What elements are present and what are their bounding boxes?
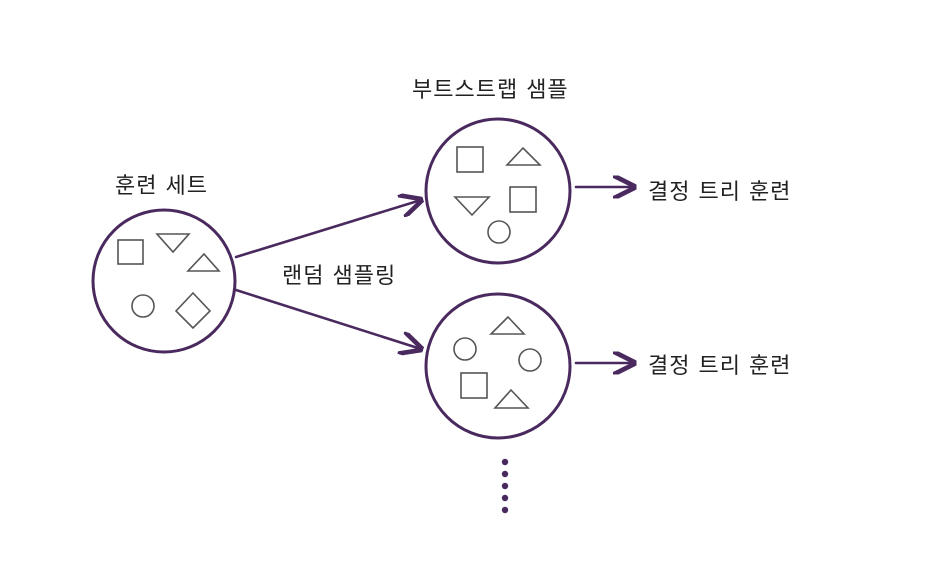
bootstrap-sample-label: 부트스트랩 샘플 [412, 78, 569, 103]
train-tree-label-1: 결정 트리 훈련 [648, 180, 792, 205]
triangle-shape [489, 315, 526, 335]
circle-shape [453, 337, 477, 361]
training-set-node [91, 208, 237, 354]
bootstrap-sample-2-node [424, 292, 572, 440]
square-shape [460, 372, 488, 399]
square-shape [117, 239, 144, 265]
triangle-shape [493, 388, 530, 409]
square-shape [456, 146, 484, 173]
sampling-arrow-1 [234, 200, 421, 259]
circle-shape [131, 294, 155, 318]
down-triangle-shape [155, 233, 191, 254]
train-tree-label-2: 결정 트리 훈련 [648, 354, 792, 379]
diamond-shape [174, 291, 212, 330]
circle-shape [518, 348, 542, 372]
bootstrap-sample-1-node [424, 117, 572, 265]
square-shape [509, 186, 537, 213]
sampling-arrow-2 [234, 288, 421, 349]
down-triangle-shape [453, 196, 491, 217]
random-sampling-label: 랜덤 샘플링 [282, 264, 397, 289]
more-samples-ellipsis [501, 458, 509, 514]
circle-shape [487, 220, 511, 244]
training-set-label: 훈련 세트 [115, 174, 208, 199]
triangle-shape [505, 146, 542, 166]
triangle-shape [186, 252, 221, 272]
